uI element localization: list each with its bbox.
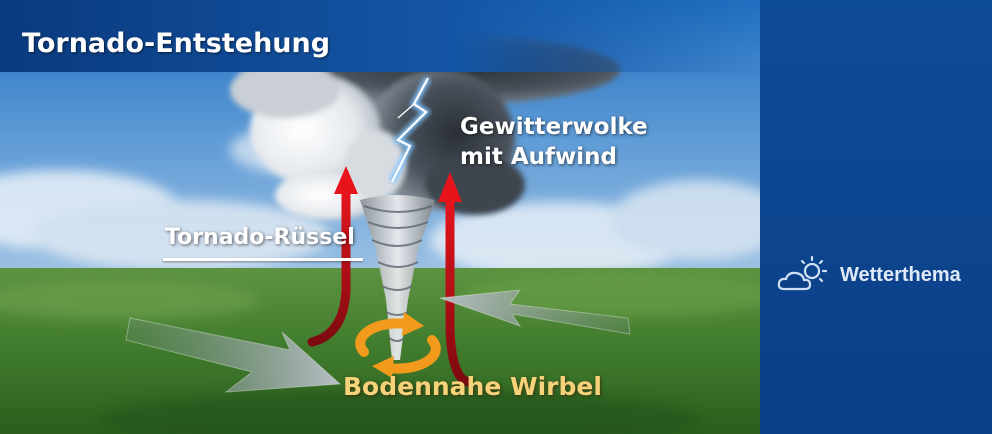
cloud-label: Gewitterwolke mit Aufwind (460, 112, 648, 172)
cloud-label-line2: mit Aufwind (460, 144, 618, 170)
title-band (0, 0, 760, 72)
page-title: Tornado-Entstehung (22, 28, 331, 59)
lightning-bolt (388, 76, 432, 184)
brand-logo: Wetterthema (776, 255, 961, 295)
cloud-label-line1: Gewitterwolke (460, 114, 648, 140)
updraft-arrow-right (438, 172, 473, 387)
trunk-label: Tornado-Rüssel (165, 225, 355, 250)
ground-vortex-label: Bodennahe Wirbel (343, 372, 602, 401)
trunk-label-underline (163, 258, 363, 261)
ground-texture (0, 273, 760, 434)
ground-wind-arrow-left (125, 317, 342, 393)
brand-sidebar (760, 0, 992, 434)
ground-wind-arrow-right (439, 289, 631, 335)
updraft-arrow-left (307, 166, 358, 347)
brand-name: Wetterthema (840, 263, 961, 286)
cloud-sun-icon (777, 255, 828, 291)
rotation-arrows (355, 312, 441, 378)
tornado-funnel (360, 195, 435, 360)
